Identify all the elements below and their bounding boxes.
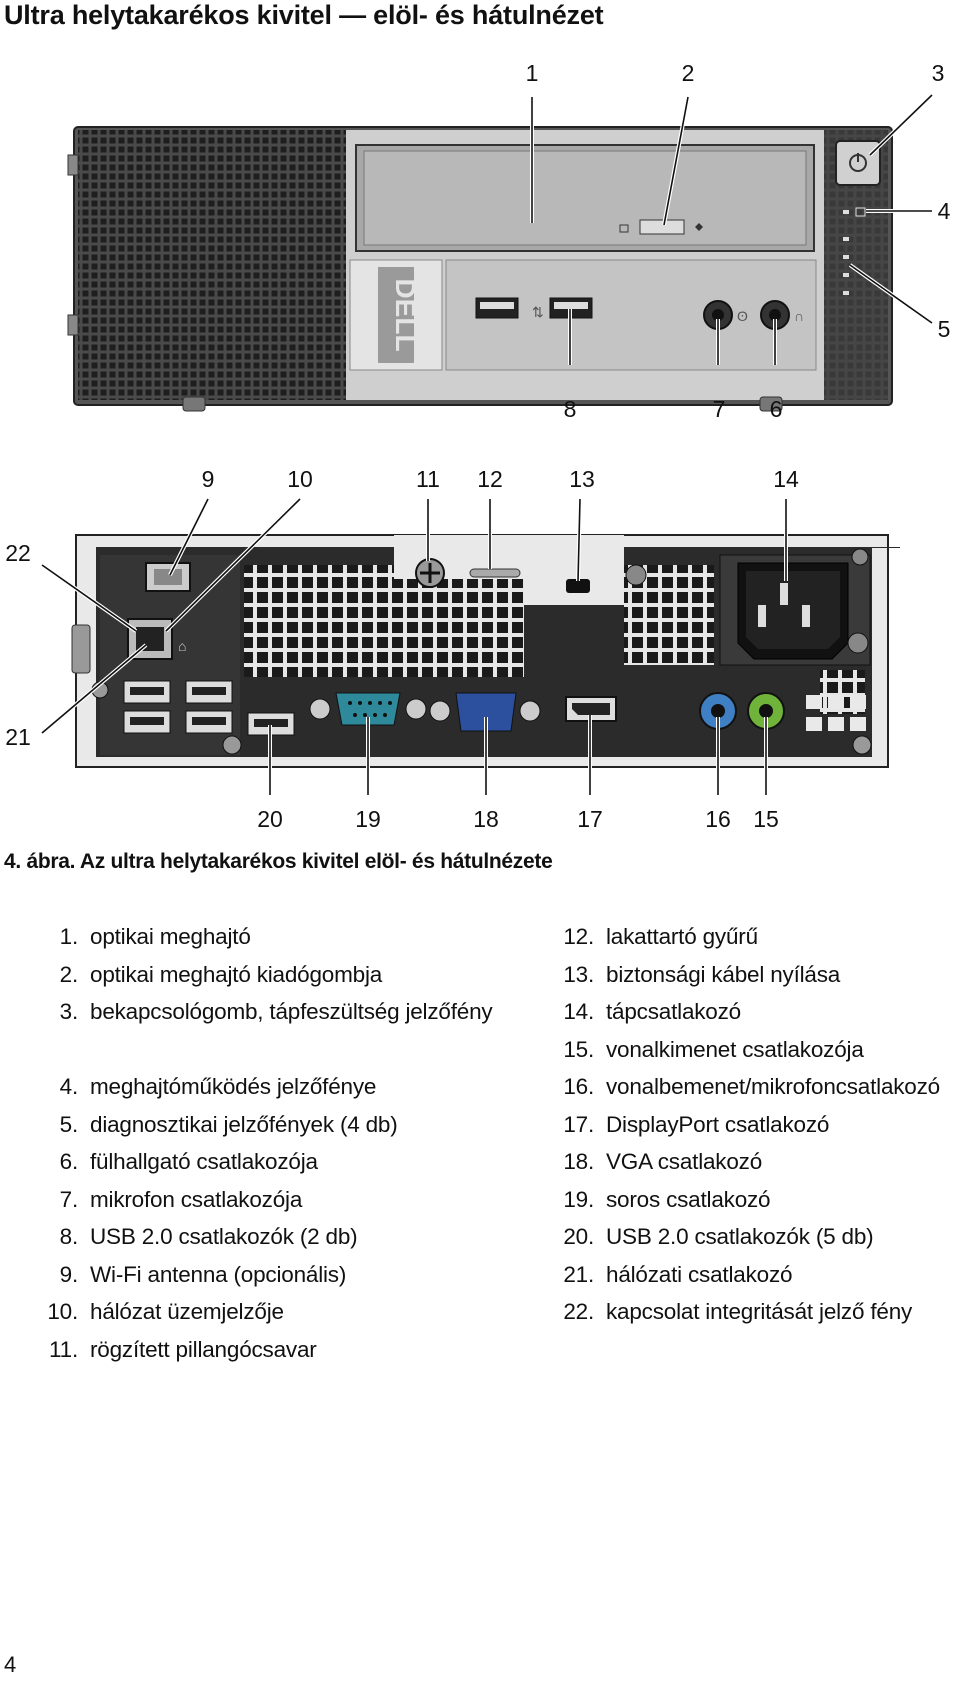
legend-item: 3.bekapcsológomb, tápfeszültség jelzőfén… — [59, 999, 493, 1024]
callout-22: 22 — [5, 540, 31, 566]
legend-item: 6.fülhallgató csatlakozója — [59, 1149, 318, 1174]
legend-item: 5.diagnosztikai jelzőfények (4 db) — [59, 1111, 398, 1137]
page-title: Ultra helytakarékos kivitel — elöl- és h… — [4, 0, 604, 30]
callout-15: 15 — [753, 806, 779, 832]
wifi-antenna-port[interactable] — [145, 562, 191, 592]
legend-item: 22.kapcsolat integritását jelző fény — [563, 1299, 913, 1324]
legend-item: 9.Wi-Fi antenna (opcionális) — [59, 1261, 347, 1287]
callout-18: 18 — [473, 806, 499, 832]
legend-right: 12.lakattartó gyűrű 13.biztonsági kábel … — [540, 918, 960, 1331]
legend-item: 17.DisplayPort csatlakozó — [563, 1111, 830, 1137]
power-button[interactable] — [835, 140, 881, 186]
security-cable-slot[interactable] — [566, 579, 590, 593]
rear-usb-ports[interactable] — [123, 680, 295, 736]
legend-item: 12.lakattartó gyűrű — [563, 924, 758, 949]
callout-5: 5 — [938, 316, 951, 342]
thumbscrew[interactable] — [415, 558, 445, 588]
callout-10: 10 — [287, 466, 313, 492]
legend-item: 8.USB 2.0 csatlakozók (2 db) — [59, 1224, 358, 1249]
line-in-jack[interactable] — [699, 692, 737, 730]
legend-item: 15.vonalkimenet csatlakozója — [563, 1036, 864, 1062]
vga-connector[interactable] — [429, 692, 541, 732]
svg-text:DELL: DELL — [390, 278, 421, 351]
legend-item: 1.optikai meghajtó — [59, 924, 251, 949]
callout-13: 13 — [569, 466, 595, 492]
legend-item: 13.biztonsági kábel nyílása — [563, 961, 841, 987]
callout-14: 14 — [773, 466, 799, 492]
drive-activity-light — [855, 207, 866, 217]
legend-item: 11.rögzített pillangócsavar — [48, 1336, 317, 1362]
microphone-icon: ʘ — [737, 308, 748, 324]
dell-logo: DELL — [349, 259, 443, 371]
callout-19: 19 — [355, 806, 381, 832]
legend-item: 19.soros csatlakozó — [563, 1186, 771, 1212]
optical-drive — [355, 144, 815, 252]
headphone-jack[interactable] — [760, 300, 790, 330]
callout-17: 17 — [577, 806, 603, 832]
diagnostic-lights — [843, 210, 849, 295]
legend-item: 20.USB 2.0 csatlakozók (5 db) — [563, 1224, 874, 1249]
rear-vent-mid — [394, 579, 524, 677]
legend-left: 1.optikai meghajtó 2.optikai meghajtó ki… — [24, 918, 524, 1368]
callout-8: 8 — [564, 396, 577, 422]
callout-1: 1 — [526, 60, 539, 86]
callout-21: 21 — [5, 724, 31, 750]
eject-button[interactable] — [639, 219, 685, 235]
page-number: 4 — [4, 1652, 17, 1677]
front-usb-ports[interactable] — [475, 297, 593, 319]
callout-3: 3 — [932, 60, 945, 86]
rear-leaders — [40, 497, 788, 795]
padlock-ring[interactable] — [469, 568, 521, 578]
callout-7: 7 — [713, 396, 726, 422]
callout-4: 4 — [938, 198, 951, 224]
callout-16: 16 — [705, 806, 731, 832]
callout-6: 6 — [770, 396, 783, 422]
legend-item: 10.hálózat üzemjelzője — [47, 1299, 284, 1324]
callout-12: 12 — [477, 466, 503, 492]
callout-9: 9 — [202, 466, 215, 492]
power-connector[interactable] — [737, 562, 849, 660]
figure-caption: 4. ábra. Az ultra helytakarékos kivitel … — [4, 850, 553, 873]
rear-view-illustration: ⌂ — [5, 466, 900, 832]
network-icon: ⌂ — [178, 638, 186, 654]
legend-item: 2.optikai meghajtó kiadógombja — [59, 961, 383, 987]
legend-item: 14.tápcsatlakozó — [563, 999, 741, 1024]
headphone-icon: ∩ — [794, 308, 804, 324]
callout-11: 11 — [416, 466, 440, 492]
legend-item: 21.hálózati csatlakozó — [563, 1261, 793, 1287]
callout-20: 20 — [257, 806, 283, 832]
callout-2: 2 — [682, 60, 695, 86]
legend-item: 7.mikrofon csatlakozója — [59, 1186, 303, 1212]
serial-connector[interactable] — [309, 692, 427, 726]
front-view-illustration: DELL ⇅ ʘ ∩ — [67, 60, 951, 422]
front-leaders — [530, 93, 934, 365]
usb-icon: ⇅ — [532, 304, 544, 320]
legend-item: 16.vonalbemenet/mikrofoncsatlakozó — [563, 1074, 940, 1099]
legend-item: 18.VGA csatlakozó — [563, 1149, 763, 1174]
legend-item: 4.meghajtóműködés jelzőfénye — [59, 1074, 377, 1099]
rear-vent-left — [244, 565, 394, 677]
